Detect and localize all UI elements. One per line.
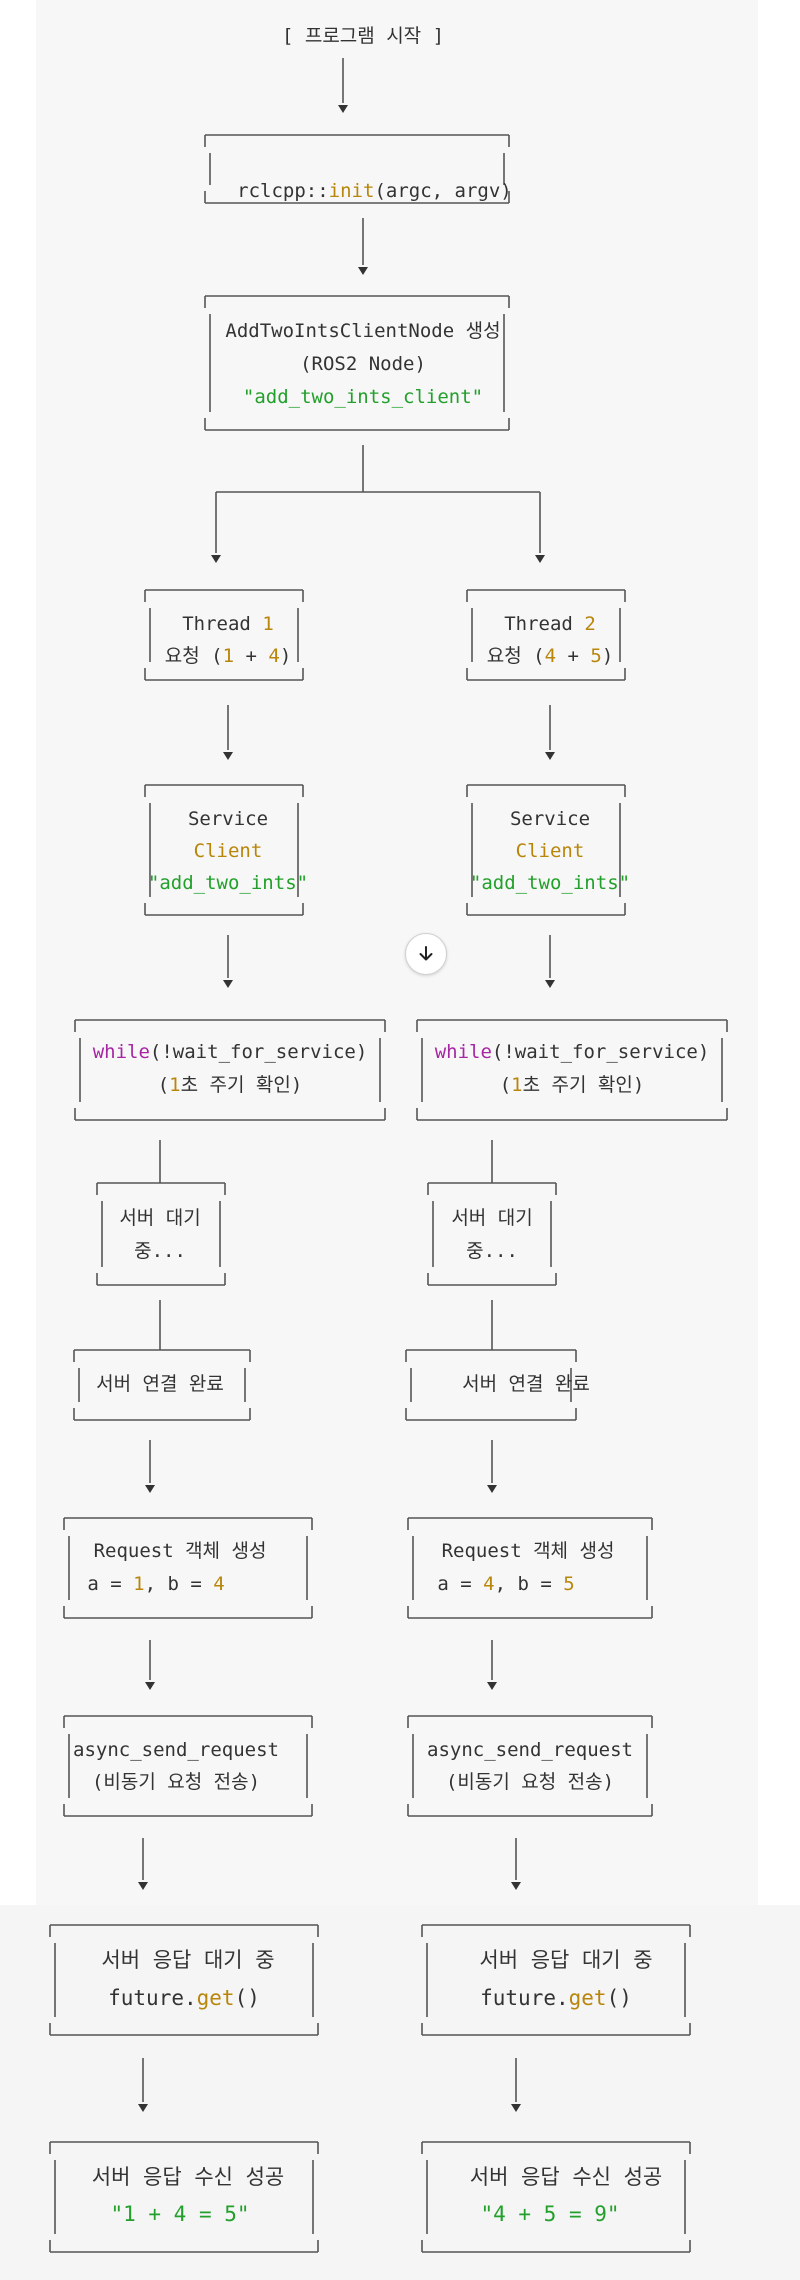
thread-2-waiting-label: 서버 대기	[451, 1207, 533, 1229]
thread-1-service-name: "add_two_ints"	[147, 872, 309, 894]
thread-2-request-values: a = 4, b = 5	[437, 1573, 575, 1595]
thread-2-future-get: future.get()	[480, 1986, 632, 2010]
thread-2-service-name: "add_two_ints"	[469, 872, 631, 894]
thread-2-conn-response-success-arrow	[511, 2104, 521, 2112]
conn-split-t1-arrow	[211, 555, 221, 563]
init-call: rclcpp::init(argc, argv)	[214, 158, 512, 202]
thread-1-waiting-dots: 중...	[134, 1240, 186, 1262]
init-namespace: rclcpp::	[237, 180, 329, 202]
thread-2-connected: 서버 연결 완료	[462, 1373, 590, 1395]
thread-2-request-object: Request 객체 생성	[441, 1540, 615, 1562]
thread-1-title: Thread 1	[182, 613, 274, 635]
node-name-string: "add_two_ints_client"	[242, 386, 484, 408]
thread-1-request: 요청 (1 + 4)	[164, 645, 292, 667]
conn-init-node-arrow	[358, 267, 368, 275]
conn-start-init-arrow	[338, 105, 348, 113]
thread-1-async-send: async_send_request	[73, 1739, 279, 1761]
thread-1-response-success: 서버 응답 수신 성공	[91, 2165, 285, 2189]
arrow-down-icon	[419, 946, 433, 961]
init-function: init	[328, 180, 375, 202]
thread-1-conn-connected-request-arrow	[145, 1485, 155, 1493]
thread-2-conn-request-async-arrow	[487, 1682, 497, 1690]
thread-2-waiting-dots: 중...	[466, 1240, 518, 1262]
thread-1-wait-loop: while(!wait_for_service)	[92, 1041, 368, 1063]
node-type-label: (ROS2 Node)	[300, 353, 426, 375]
thread-2-response-success: 서버 응답 수신 성공	[469, 2165, 663, 2189]
thread-2-conn-connected-request-arrow	[487, 1485, 497, 1493]
thread-2-async-send: async_send_request	[427, 1739, 633, 1761]
start-label: [ 프로그램 시작 ]	[281, 25, 445, 47]
node-name-label: "add_two_ints_client"	[243, 386, 483, 408]
thread-1-async-note: (비동기 요청 전송)	[91, 1771, 261, 1793]
thread-1-client-label: Client	[193, 840, 263, 862]
conn-split-t2-arrow	[535, 555, 545, 563]
thread-2-async-note: (비동기 요청 전송)	[445, 1771, 615, 1793]
diagram-panel-bottom	[0, 1905, 800, 2280]
thread-2-conn-service-wait-arrow	[545, 980, 555, 988]
scroll-down-button[interactable]	[405, 933, 447, 975]
node-create-label: AddTwoIntsClientNode 생성	[225, 320, 501, 342]
thread-1-awaiting-response: 서버 응답 대기 중	[101, 1948, 275, 1972]
thread-2-conn-async-response-arrow	[511, 1882, 521, 1890]
thread-1-wait-period: (1초 주기 확인)	[157, 1074, 303, 1096]
thread-2-client-label: Client	[515, 840, 585, 862]
thread-1-conn-request-async-arrow	[145, 1682, 155, 1690]
thread-1-request-values: a = 1, b = 4	[87, 1573, 225, 1595]
thread-1-conn-service-wait-arrow	[223, 980, 233, 988]
thread-2-service-label: Service	[509, 808, 591, 830]
diagram-panel-top	[36, 0, 758, 1000]
thread-2-title: Thread 2	[504, 613, 596, 635]
thread-2-conn-thread-service-arrow	[545, 752, 555, 760]
thread-2-result: "4 + 5 = 9"	[480, 2202, 620, 2226]
thread-1-future-get: future.get()	[108, 1986, 260, 2010]
thread-1-conn-thread-service-arrow	[223, 752, 233, 760]
thread-1-connected: 서버 연결 완료	[96, 1373, 224, 1395]
thread-2-awaiting-response: 서버 응답 대기 중	[479, 1948, 653, 1972]
thread-1-request-object: Request 객체 생성	[93, 1540, 267, 1562]
thread-2-request: 요청 (4 + 5)	[486, 645, 614, 667]
thread-1-conn-response-success-arrow	[138, 2104, 148, 2112]
thread-2-wait-loop: while(!wait_for_service)	[434, 1041, 710, 1063]
thread-1-service-label: Service	[187, 808, 269, 830]
thread-1-waiting-label: 서버 대기	[119, 1207, 201, 1229]
thread-1-conn-async-response-arrow	[138, 1882, 148, 1890]
diagram-panel-middle	[36, 1000, 758, 1905]
thread-1-result: "1 + 4 = 5"	[110, 2202, 250, 2226]
thread-2-wait-period: (1초 주기 확인)	[499, 1074, 645, 1096]
init-args: (argc, argv)	[374, 180, 512, 202]
